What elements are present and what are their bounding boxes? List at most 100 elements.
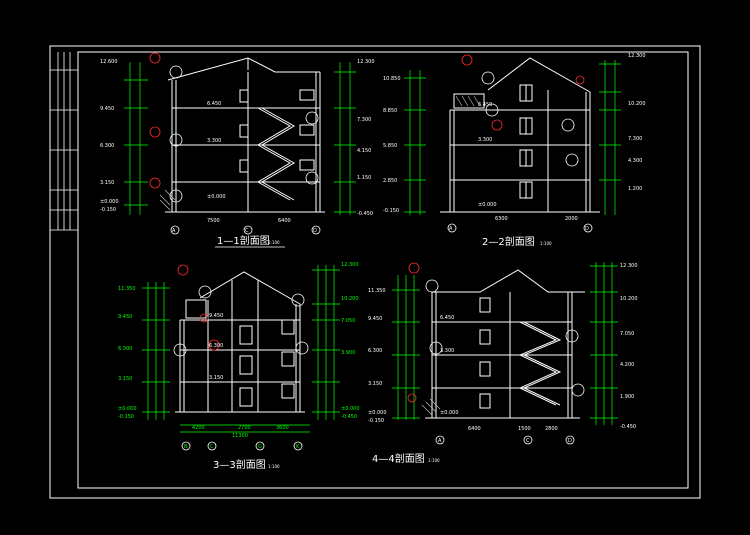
section-1-1-elev-left-1: 9.450 — [100, 106, 114, 112]
section-2-2-elev-right-4: 1.200 — [628, 186, 642, 192]
section-2-2-elev-left-1: 8.850 — [383, 108, 397, 114]
section-1-1-elev-left-4: ±0.000 — [100, 199, 119, 205]
section-2-2-elev-right-3: 4.300 — [628, 158, 642, 164]
section-4-4-callouts — [407, 262, 420, 403]
section-4-4-title: 4—4剖面图 — [372, 452, 425, 465]
section-1-1-title: 1—1剖面图 — [217, 234, 270, 247]
section-3-3-dim-2: 3600 — [276, 425, 289, 431]
section-4-4-elev-left-0: 11.350 — [368, 288, 386, 294]
section-3-3-elev-left-0: 11.350 — [118, 286, 136, 292]
section-2-2-axis-0: A — [449, 226, 453, 232]
section-1-1-detail-circles — [169, 65, 321, 235]
section-1-1: 12.600 9.450 6.300 3.150 ±0.000 -0.150 1… — [100, 52, 375, 248]
section-3-3-axis-2: G — [258, 444, 262, 450]
section-1-1-level-2: ±0.000 — [207, 194, 226, 200]
section-1-1-level-0: 6.450 — [207, 101, 221, 107]
section-2-2-dim-0: 6300 — [495, 216, 508, 222]
section-4-4-dim-2: 2800 — [545, 426, 558, 432]
section-1-1-axis-0: A — [172, 228, 176, 234]
section-4-4-hatch — [421, 398, 441, 416]
section-4-4-elev-right-2: 7.050 — [620, 331, 634, 337]
section-4-4-elev-left-5: -0.150 — [368, 418, 384, 424]
section-2-2-callouts — [461, 54, 585, 131]
section-1-1-scale: 1:100 — [268, 240, 280, 245]
section-2-2-dim-1: 2000 — [565, 216, 578, 222]
section-3-3-level-0: 9.450 — [209, 313, 223, 319]
inner-frame — [77, 51, 689, 489]
section-1-1-elev-right-1: 7.300 — [357, 117, 371, 123]
section-4-4-right-dim-lines — [590, 262, 618, 425]
section-2-2-level-0: 6.450 — [478, 102, 492, 108]
section-4-4-dim-1: 1500 — [518, 426, 531, 432]
section-2-2-elev-right-0: 12.300 — [628, 53, 646, 59]
section-1-1-left-dim-lines — [124, 62, 148, 215]
section-3-3-elev-right-1: 10.200 — [341, 296, 359, 302]
section-4-4-elev-right-5: -0.450 — [620, 424, 636, 430]
section-3-3-level-2: 3.150 — [209, 375, 223, 381]
section-1-1-dim-0: 7500 — [207, 218, 220, 224]
section-2-2-elev-left-4: -0.150 — [383, 208, 399, 214]
section-4-4-elev-right-0: 12.300 — [620, 263, 638, 269]
section-4-4-level-2: ±0.000 — [440, 410, 459, 416]
section-3-3-level-1: 6.300 — [209, 343, 223, 349]
section-1-1-elev-left-2: 6.300 — [100, 143, 114, 149]
section-2-2-elev-right-1: 10.200 — [628, 101, 646, 107]
section-1-1-elev-right-0: 12.300 — [357, 59, 375, 65]
section-3-3-left-dim-lines — [142, 282, 310, 433]
section-4-4-elev-right-1: 10.200 — [620, 296, 638, 302]
section-3-3-elev-left-2: 6.300 — [118, 346, 132, 352]
section-3-3-structure — [175, 271, 305, 413]
section-1-1-right-dim-lines — [334, 62, 356, 215]
section-4-4-dim-0: 6400 — [468, 426, 481, 432]
section-2-2-scale: 1:100 — [540, 241, 552, 246]
section-2-2-elev-left-3: 2.850 — [383, 178, 397, 184]
section-3-3-elev-right-0: 12.300 — [341, 262, 359, 268]
section-1-1-level-1: 3.300 — [207, 138, 221, 144]
section-4-4-left-dim-lines — [392, 275, 420, 420]
section-3-3-right-dim-lines — [312, 265, 340, 420]
section-2-2-elev-left-2: 5.850 — [383, 143, 397, 149]
section-1-1-elev-left-3: 3.150 — [100, 180, 114, 186]
section-3-3: 11.350 9.450 6.300 3.150 ±0.000 -0.150 1… — [118, 262, 360, 471]
section-2-2-elev-right-2: 7.300 — [628, 136, 642, 142]
section-4-4-elev-right-4: 1.900 — [620, 394, 634, 400]
section-3-3-axis-1: C — [210, 444, 214, 450]
title-block — [50, 52, 78, 231]
section-1-1-elev-right-2: 4.150 — [357, 148, 371, 154]
section-2-2-structure — [440, 57, 600, 213]
section-1-1-dim-1: 6400 — [278, 218, 291, 224]
section-1-1-axis-1: C — [245, 228, 249, 234]
section-4-4-elev-left-1: 9.450 — [368, 316, 382, 322]
section-3-3-elev-right-3: 3.900 — [341, 350, 355, 356]
section-3-3-elev-left-5: -0.150 — [118, 414, 134, 420]
section-3-3-elev-right-2: 7.050 — [341, 318, 355, 324]
section-3-3-scale: 1:100 — [268, 464, 280, 469]
section-4-4-detail-circles — [425, 279, 585, 445]
section-3-3-dim-0: 4200 — [192, 425, 205, 431]
section-1-1-axis-2: D — [313, 228, 317, 234]
section-4-4-axis-1: C — [526, 438, 530, 444]
section-3-3-elev-left-3: 3.150 — [118, 376, 132, 382]
section-2-2-detail-circles — [447, 71, 593, 233]
section-4-4-structure — [425, 269, 585, 419]
section-2-2-title: 2—2剖面图 — [482, 235, 535, 248]
section-3-3-title: 3—3剖面图 — [213, 458, 266, 471]
section-4-4-elev-left-4: ±0.000 — [368, 410, 387, 416]
section-3-3-elev-right-5: -0.450 — [341, 414, 357, 420]
section-4-4-axis-2: D — [568, 438, 572, 444]
section-3-3-total-dim: 11300 — [232, 433, 248, 439]
section-4-4-scale: 1:100 — [428, 458, 440, 463]
section-3-3-detail-circles — [173, 285, 309, 451]
section-2-2: 10.850 8.850 5.850 2.850 -0.150 12.300 1… — [383, 53, 646, 248]
section-1-1-elev-left-5: -0.150 — [100, 207, 116, 213]
section-4-4: 11.350 9.450 6.300 3.150 ±0.000 -0.150 1… — [368, 262, 638, 465]
section-3-3-callouts — [177, 264, 220, 351]
section-2-2-level-2: ±0.000 — [478, 202, 497, 208]
section-2-2-axis-1: D — [585, 226, 589, 232]
section-4-4-elev-left-2: 6.300 — [368, 348, 382, 354]
section-2-2-elev-left-0: 10.850 — [383, 76, 401, 82]
section-2-2-hatch — [455, 95, 481, 107]
section-1-1-callouts — [149, 52, 161, 189]
section-4-4-level-0: 6.450 — [440, 315, 454, 321]
